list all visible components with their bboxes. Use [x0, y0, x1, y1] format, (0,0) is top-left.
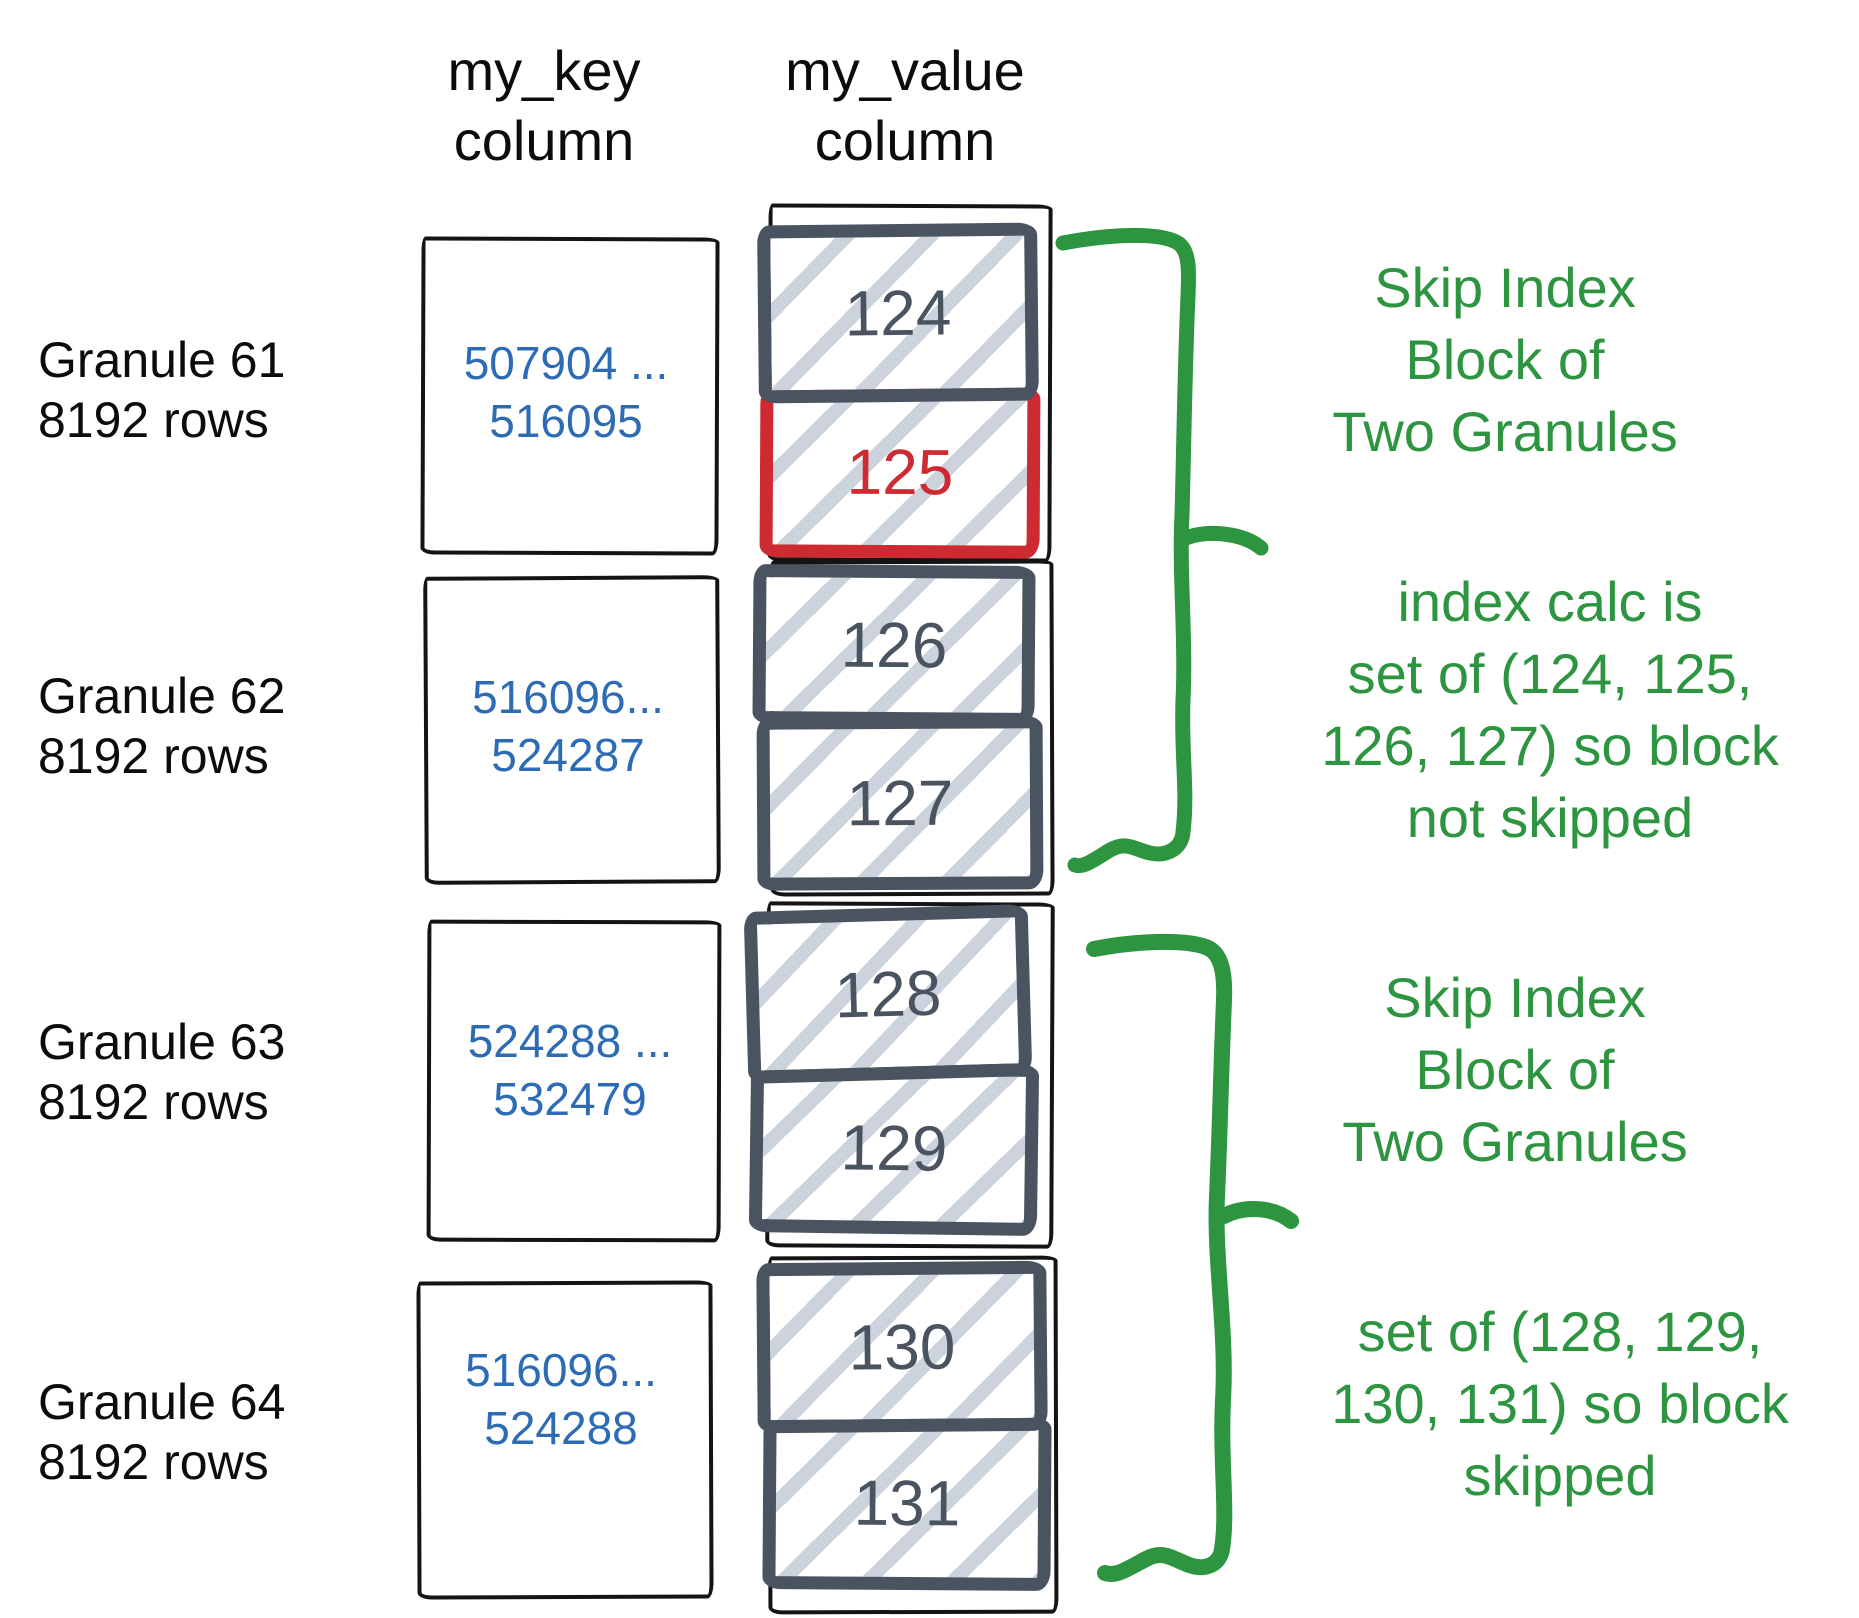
my-key-column-header: my_key column — [447, 39, 641, 172]
granule-64-label: Granule 64 8192 rows — [38, 1374, 286, 1490]
value-block-131: 131 — [762, 1414, 1052, 1592]
value-block-125-highlighted: 125 — [759, 385, 1041, 559]
value-block-number: 128 — [833, 956, 943, 1032]
granule-61-key-range: 507904 ... 516095 — [463, 337, 669, 447]
granule-63-key-range: 524288 ... 532479 — [467, 1015, 673, 1125]
value-block-124: 124 — [757, 222, 1039, 404]
value-block-number: 131 — [853, 1466, 961, 1540]
annotation-set-skipped: set of (128, 129, 130, 131) so block ski… — [1331, 1300, 1789, 1507]
annotation-index-calc-not-skipped: index calc is set of (124, 125, 126, 127… — [1321, 570, 1779, 849]
granule-63-label: Granule 63 8192 rows — [38, 1014, 286, 1130]
my-value-column-header: my_value column — [785, 39, 1025, 172]
annotation-skip-index-block-2: Skip Index Block of Two Granules — [1342, 966, 1688, 1173]
value-block-128: 128 — [743, 904, 1033, 1084]
value-block-number: 124 — [844, 276, 952, 350]
value-block-130: 130 — [756, 1260, 1048, 1434]
value-block-number: 126 — [840, 608, 948, 682]
value-block-129: 129 — [748, 1059, 1040, 1237]
annotation-skip-index-block-1: Skip Index Block of Two Granules — [1332, 256, 1678, 463]
value-block-number: 127 — [846, 766, 954, 840]
granule-62-label: Granule 62 8192 rows — [38, 668, 286, 784]
granule-64-key-range: 516096... 524288 — [465, 1344, 657, 1454]
value-block-127: 127 — [756, 715, 1044, 891]
value-block-number: 130 — [848, 1310, 956, 1384]
granule-62-key-range: 516096... 524287 — [472, 671, 664, 781]
value-block-126: 126 — [752, 564, 1036, 726]
granule-61-label: Granule 61 8192 rows — [38, 332, 286, 448]
value-block-number: 125 — [846, 435, 954, 509]
value-block-number: 129 — [840, 1111, 948, 1185]
